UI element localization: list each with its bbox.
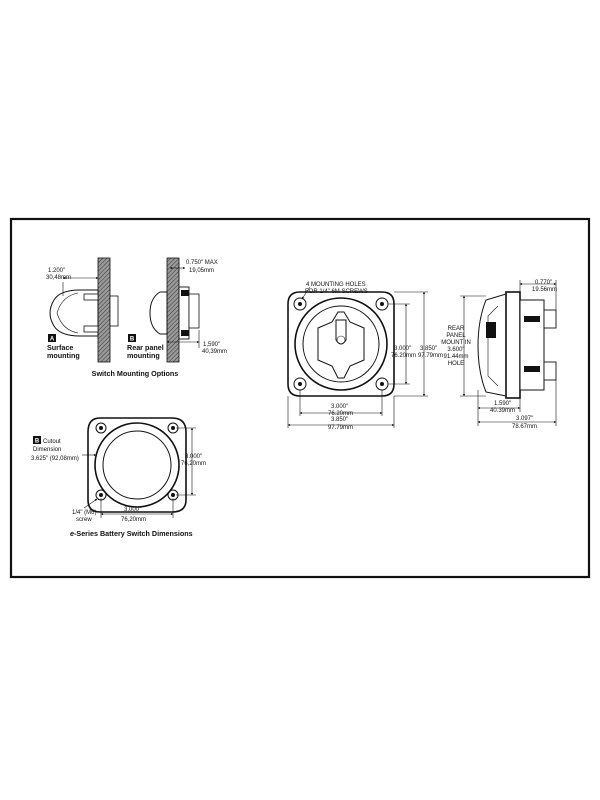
- side-top-mm: 19.56mm: [532, 287, 557, 293]
- panel-note-6: HOLE: [448, 361, 464, 367]
- surface-dim-in: 1.200": [48, 268, 65, 274]
- series-title-prefix: e: [70, 529, 74, 538]
- rear-terminal: [109, 295, 119, 327]
- holes-note-1: 4 MOUNTING HOLES: [306, 282, 366, 288]
- front-bezel-inner: [302, 305, 380, 383]
- panel-note-4: 3.600": [447, 347, 464, 353]
- side-depth-mm: 40.39mm: [490, 408, 515, 414]
- rotary-knob: [317, 311, 365, 379]
- rear-mounting-detail: 0.750" MAX 19,05mm 1,590" 40,39mm B Rear…: [127, 257, 227, 363]
- side-depth-in: 1.590": [494, 401, 511, 407]
- rear-depth-mm: 40,39mm: [202, 349, 227, 355]
- rear-label-1: Rear panel: [127, 343, 164, 352]
- cutout-outer-circle: [94, 422, 180, 508]
- badge-a-text: A: [50, 337, 55, 343]
- mounting-flange: [87, 417, 187, 513]
- badge-b-text: B: [130, 337, 135, 343]
- cutout-height-mm: 76,20mm: [181, 461, 206, 467]
- front-inner-h-mm: 76.20mm: [391, 353, 416, 359]
- side-body: [519, 299, 545, 391]
- badge-a: [48, 334, 56, 342]
- rear-max-mm: 19,05mm: [189, 268, 214, 274]
- panel-wall: [97, 257, 111, 363]
- cutout-height-in: 3.000": [185, 454, 202, 460]
- mounting-hole: [293, 297, 307, 311]
- switch-knob: [56, 292, 79, 334]
- terminal-bottom: [543, 361, 557, 381]
- front-outer-h-in: 3.850": [420, 346, 437, 352]
- cutout-diameter: 3.625" (92,08mm): [31, 456, 79, 462]
- panel-wall: [166, 257, 180, 363]
- panel-note-2: PANEL: [446, 333, 466, 339]
- screw-hole: [95, 422, 107, 434]
- side-view: 0.770" 19.56mm REAR PANEL MOUNT IN 3.600…: [441, 280, 557, 430]
- panel-note-1: REAR: [448, 326, 465, 332]
- screw-note-1: 1/4" (M6): [72, 510, 96, 516]
- side-total-in: 3.097": [516, 416, 533, 422]
- surface-mounting-detail: 1.200" 30,48mm A Surface mounting: [46, 257, 119, 363]
- surface-dim-mm: 30,48mm: [46, 275, 71, 281]
- badge-b: [128, 334, 136, 342]
- badge-b-cutout: [33, 436, 41, 444]
- terminal-top: [543, 309, 557, 329]
- side-knob: [477, 293, 507, 397]
- switch-body: [49, 289, 99, 337]
- panel-note-5: 91.44mm: [443, 354, 468, 360]
- cutout-label-2: Dimension: [33, 447, 61, 453]
- front-view: 4 MOUNTING HOLES FOR 1/4" 6M SCREWS 3.00…: [287, 282, 443, 431]
- cutout-inner-circle: [102, 430, 172, 500]
- side-total-mm: 78.67mm: [512, 424, 537, 430]
- series-title-text: -Series Battery Switch Dimensions: [74, 529, 193, 538]
- front-bezel-outer: [294, 297, 388, 391]
- front-inner-h-in: 3.000": [394, 346, 411, 352]
- front-inner-w-in: 3.000": [331, 404, 348, 410]
- screw-note-2: screw: [76, 517, 92, 523]
- panel-note-3: MOUNT IN: [441, 340, 471, 346]
- surface-label-1: Surface: [47, 343, 73, 352]
- cutout-width-in: 3,000": [124, 507, 141, 513]
- side-top-in: 0.770": [535, 280, 552, 286]
- front-outer-w-mm: 97.79mm: [328, 425, 353, 431]
- rear-max-in: 0.750" MAX: [186, 260, 218, 266]
- front-inner-w-mm: 76.20mm: [328, 411, 353, 417]
- rear-depth-in: 1,590": [203, 342, 220, 348]
- cutout-detail: B Cutout Dimension 3.625" (92,08mm) 3.00…: [31, 417, 206, 523]
- switch-mounting-title: Switch Mounting Options: [92, 369, 179, 378]
- rear-label-2: mounting: [127, 351, 160, 360]
- front-outer-h-mm: 97.79mm: [418, 353, 443, 359]
- holes-note-2: FOR 1/4" 6M SCREWS: [305, 289, 368, 295]
- series-title: e-Series Battery Switch Dimensions: [70, 529, 193, 538]
- side-flange: [505, 291, 521, 399]
- surface-label-2: mounting: [47, 351, 80, 360]
- cutout-width-mm: 76,20mm: [121, 517, 146, 523]
- badge-b-cutout-text: B: [35, 439, 40, 445]
- cutout-label-1: Cutout: [43, 439, 61, 445]
- switch-knob-face: [149, 291, 168, 335]
- front-outer-w-in: 3.850": [331, 417, 348, 423]
